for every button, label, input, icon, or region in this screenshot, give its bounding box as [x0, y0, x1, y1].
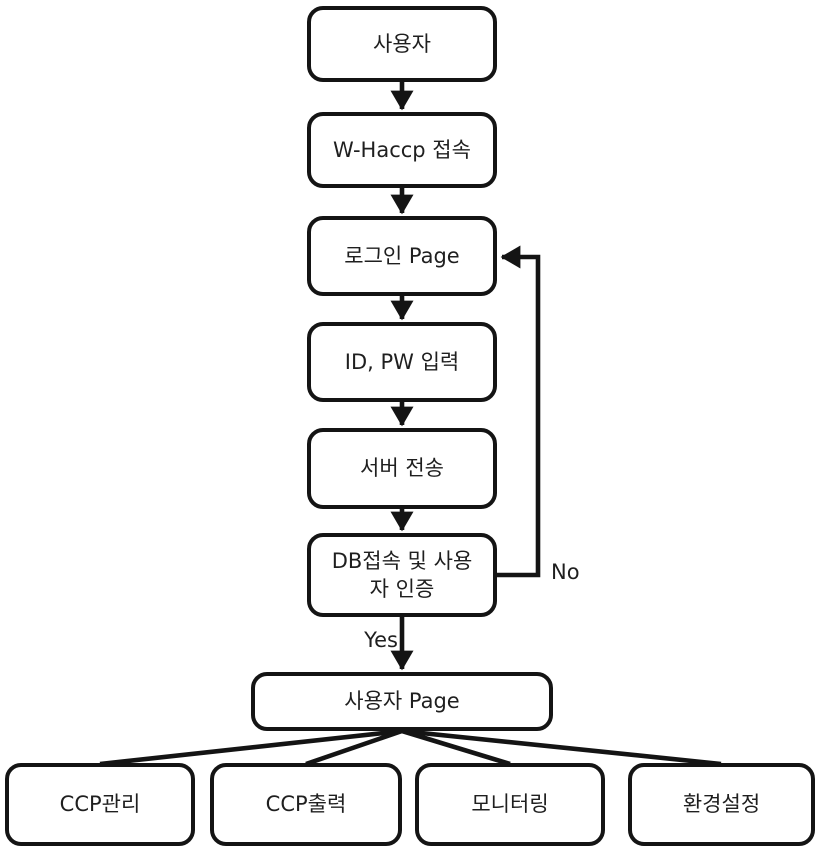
connector-userpage-to-ccp-print	[305, 728, 403, 767]
connector-userpage-to-monitoring	[401, 728, 511, 767]
node-server-send: 서버 전송	[307, 428, 497, 509]
connector-no-loop-db-to-login	[497, 245, 541, 578]
node-user: 사용자	[307, 6, 497, 82]
node-login-page: 로그인 Page	[307, 216, 497, 296]
node-monitoring: 모니터링	[415, 763, 605, 846]
node-whaccp-connect: W-Haccp 접속	[307, 112, 497, 188]
node-user-page: 사용자 Page	[251, 672, 553, 731]
connector-userpage-to-env-settings	[401, 728, 722, 767]
edge-label-yes: Yes	[364, 628, 398, 652]
node-ccp-manage: CCP관리	[5, 763, 195, 846]
edge-label-no: No	[551, 560, 580, 584]
node-id-pw-input: ID, PW 입력	[307, 322, 497, 402]
node-db-auth: DB접속 및 사용 자 인증	[307, 533, 497, 617]
node-env-settings: 환경설정	[628, 763, 815, 846]
node-ccp-print: CCP출력	[210, 763, 402, 846]
connector-userpage-to-ccp-manage	[99, 728, 403, 767]
